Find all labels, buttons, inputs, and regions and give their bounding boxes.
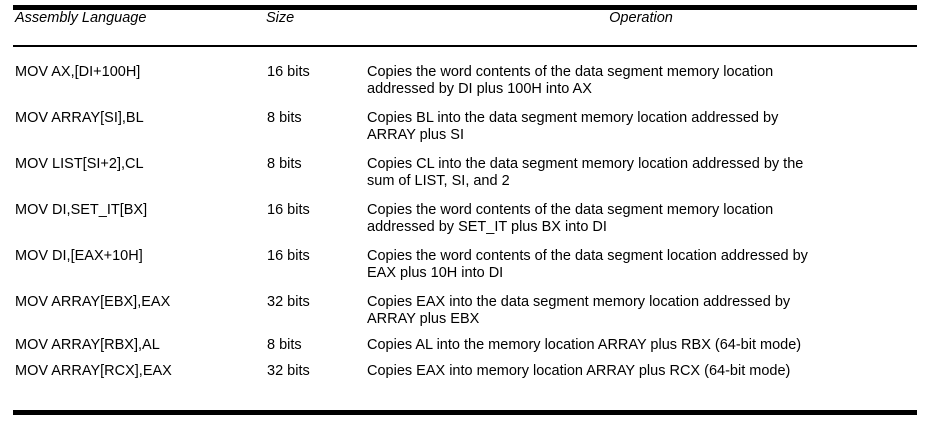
column-header-size: Size <box>266 10 295 26</box>
operation-line: Copies the word contents of the data seg… <box>367 248 808 265</box>
column-header-assembly-language: Assembly Language <box>15 10 147 26</box>
cell-operation: Copies BL into the data segment memory l… <box>365 98 917 144</box>
column-header-operation: Operation <box>609 10 673 26</box>
operation-line: Copies AL into the memory location ARRAY… <box>367 337 802 354</box>
table-head: Assembly Language Size Operation <box>13 10 917 48</box>
cell-assembly-language: MOV ARRAY[EBX],EAX <box>15 294 171 311</box>
table-row: MOV ARRAY[SI],BL 8 bits Copies BL into the… <box>13 98 917 144</box>
cell-operation: Copies EAX into the data segment memory … <box>365 282 917 328</box>
table-header-row: Assembly Language Size Operation <box>13 10 917 48</box>
cell-assembly-language: MOV ARRAY[RBX],AL <box>15 337 160 354</box>
table-row: MOV ARRAY[RBX],AL 8 bits Copies AL into th… <box>13 328 917 354</box>
operation-line: addressed by DI plus 100H into AX <box>367 81 592 98</box>
operation-line: ARRAY plus EBX <box>367 311 480 328</box>
operation-line: Copies the word contents of the data seg… <box>367 202 774 219</box>
cell-size: 16 bits <box>267 248 310 265</box>
cell-operation: Copies the word contents of the data seg… <box>365 236 917 282</box>
cell-operation: Copies the word contents of the data seg… <box>365 48 917 98</box>
table-row: MOV ARRAY[EBX],EAX 32 bits Copies EAX into… <box>13 282 917 328</box>
cell-size: 8 bits <box>267 156 302 173</box>
cell-operation: Copies the word contents of the data seg… <box>365 190 917 236</box>
table-row: MOV DI,[EAX+10H] 16 bits Copies the word c… <box>13 236 917 282</box>
cell-assembly-language: MOV DI,[EAX+10H] <box>15 248 143 265</box>
cell-size: 8 bits <box>267 110 302 127</box>
cell-size: 16 bits <box>267 202 310 219</box>
operation-line: Copies CL into the data segment memory l… <box>367 156 804 173</box>
cell-operation: Copies CL into the data segment memory l… <box>365 144 917 190</box>
operation-line: ARRAY plus SI <box>367 127 464 144</box>
cell-size: 8 bits <box>267 337 302 354</box>
table-row: MOV AX,[DI+100H] 16 bits Copies the word c… <box>13 48 917 98</box>
operation-line: sum of LIST, SI, and 2 <box>367 173 510 190</box>
operation-line: addressed by SET_IT plus BX into DI <box>367 219 607 236</box>
table-row: MOV ARRAY[RCX],EAX 32 bits Copies EAX into… <box>13 354 917 380</box>
operation-line: Copies EAX into memory location ARRAY pl… <box>367 363 791 380</box>
cell-assembly-language: MOV DI,SET_IT[BX] <box>15 202 148 219</box>
cell-size: 32 bits <box>267 294 310 311</box>
operation-line: EAX plus 10H into DI <box>367 265 504 282</box>
operation-line: Copies the word contents of the data seg… <box>367 64 774 81</box>
operation-line: Copies EAX into the data segment memory … <box>367 294 791 311</box>
table-header-rule <box>13 45 917 47</box>
data-table: Assembly Language Size Operation MOV AX,… <box>13 10 917 380</box>
table-row: MOV LIST[SI+2],CL 8 bits Copies CL into th… <box>13 144 917 190</box>
cell-size: 32 bits <box>267 363 310 380</box>
cell-size: 16 bits <box>267 64 310 81</box>
cell-assembly-language: MOV ARRAY[SI],BL <box>15 110 144 127</box>
cell-assembly-language: MOV AX,[DI+100H] <box>15 64 141 81</box>
table-top-rule <box>13 5 917 10</box>
table-row: MOV DI,SET_IT[BX] 16 bits Copies the word … <box>13 190 917 236</box>
cell-operation: Copies AL into the memory location ARRAY… <box>365 328 917 354</box>
table-bottom-rule <box>13 410 917 415</box>
cell-assembly-language: MOV ARRAY[RCX],EAX <box>15 363 172 380</box>
cell-operation: Copies EAX into memory location ARRAY pl… <box>365 354 917 380</box>
cell-assembly-language: MOV LIST[SI+2],CL <box>15 156 144 173</box>
operation-line: Copies BL into the data segment memory l… <box>367 110 779 127</box>
